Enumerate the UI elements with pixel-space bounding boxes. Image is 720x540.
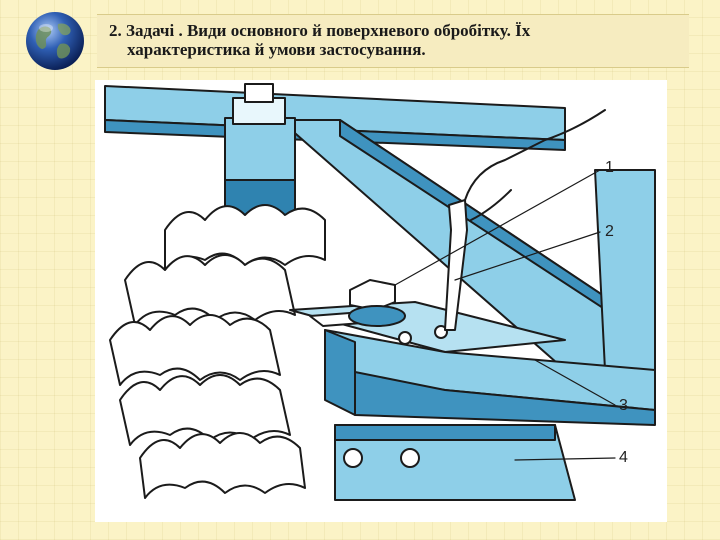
right-post (594, 169, 656, 371)
slide-title-line-2: характеристика й умови застосування. (127, 40, 426, 59)
disc-gang (109, 204, 326, 499)
adjustment-hole (398, 331, 412, 345)
callout-label-3: 3 (619, 397, 628, 414)
callout-label-1: 1 (605, 159, 614, 176)
bearing-block (224, 117, 296, 181)
callout-label-2: 2 (605, 223, 614, 240)
hand-outline (464, 109, 606, 221)
clamp-nut (349, 279, 396, 311)
callout-label-4: 4 (619, 449, 628, 466)
disc-harrow-illustration: 1 2 3 4 (95, 80, 667, 522)
slide-title-line-1: 2. Задачі . Види основного й поверхневог… (109, 21, 531, 40)
title-box: 2. Задачі . Види основного й поверхневог… (97, 14, 689, 68)
globe-icon (24, 10, 86, 72)
